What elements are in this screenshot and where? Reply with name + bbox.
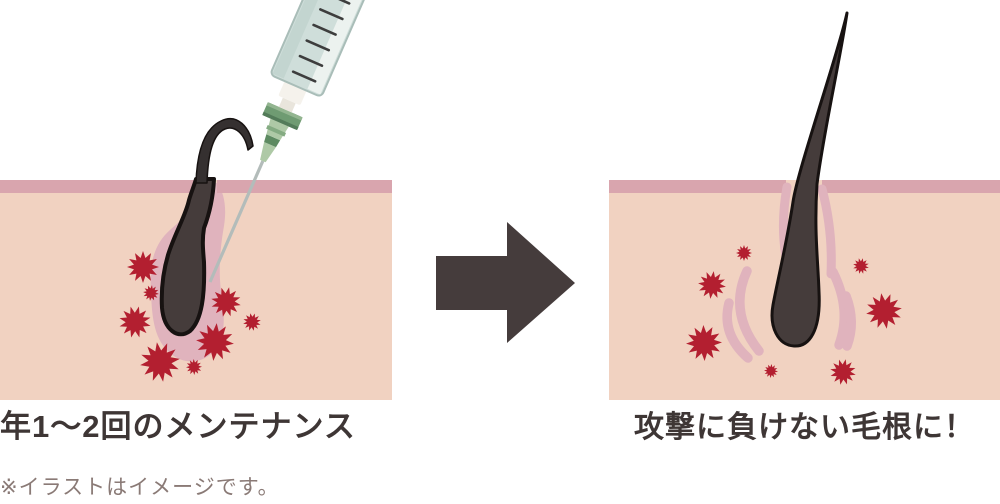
right-attack-starbursts	[686, 245, 902, 385]
arrow-right-icon	[436, 222, 575, 343]
attack-starburst	[119, 306, 151, 338]
right-strong-hair	[770, 11, 849, 348]
syringe-nozzle	[278, 97, 296, 113]
syringe-needle	[208, 160, 265, 283]
needle-hub-flange-shadow	[262, 111, 299, 131]
attack-starburst	[127, 251, 159, 283]
left-caption: 年1〜2回のメンテナンス	[0, 409, 356, 444]
syringe-graduations	[291, 0, 351, 83]
needle-hub-band	[264, 134, 281, 148]
attack-starburst	[211, 287, 241, 317]
left-hair-root	[159, 177, 216, 337]
right-caption: 攻撃に負けない毛根に！	[634, 411, 975, 444]
left-attack-starbursts	[119, 251, 261, 382]
attack-starburst	[853, 258, 869, 274]
attack-starburst	[698, 271, 726, 299]
attack-starburst	[830, 359, 856, 385]
left-epidermis-strip	[217, 180, 392, 193]
attack-starburst	[196, 323, 234, 361]
right-epidermis-strip	[822, 180, 1000, 193]
attack-starburst	[764, 364, 778, 378]
disclaimer-note: ※イラストはイメージです。	[0, 476, 280, 499]
right-epidermis-strip	[609, 180, 786, 193]
needle-hub-tip	[260, 141, 277, 163]
attack-starburst	[243, 313, 261, 331]
attack-starburst	[736, 245, 752, 261]
attack-starburst	[143, 285, 159, 301]
right-skin-panel	[609, 11, 1000, 400]
needle-hub-stripe	[266, 124, 287, 137]
left-epidermis-strip	[0, 180, 201, 193]
syringe	[208, 0, 480, 283]
needle-hub-flange-highlight	[266, 102, 303, 121]
attack-starburst	[866, 293, 902, 329]
attack-starburst	[140, 342, 180, 382]
needle-hub-flange	[262, 102, 303, 130]
attack-starburst	[186, 359, 202, 375]
left-skin-panel	[0, 118, 392, 400]
right-shield-arcs	[722, 266, 856, 363]
attack-starburst	[686, 325, 722, 361]
left-bent-hair	[195, 118, 254, 184]
syringe-barrel	[270, 0, 480, 97]
